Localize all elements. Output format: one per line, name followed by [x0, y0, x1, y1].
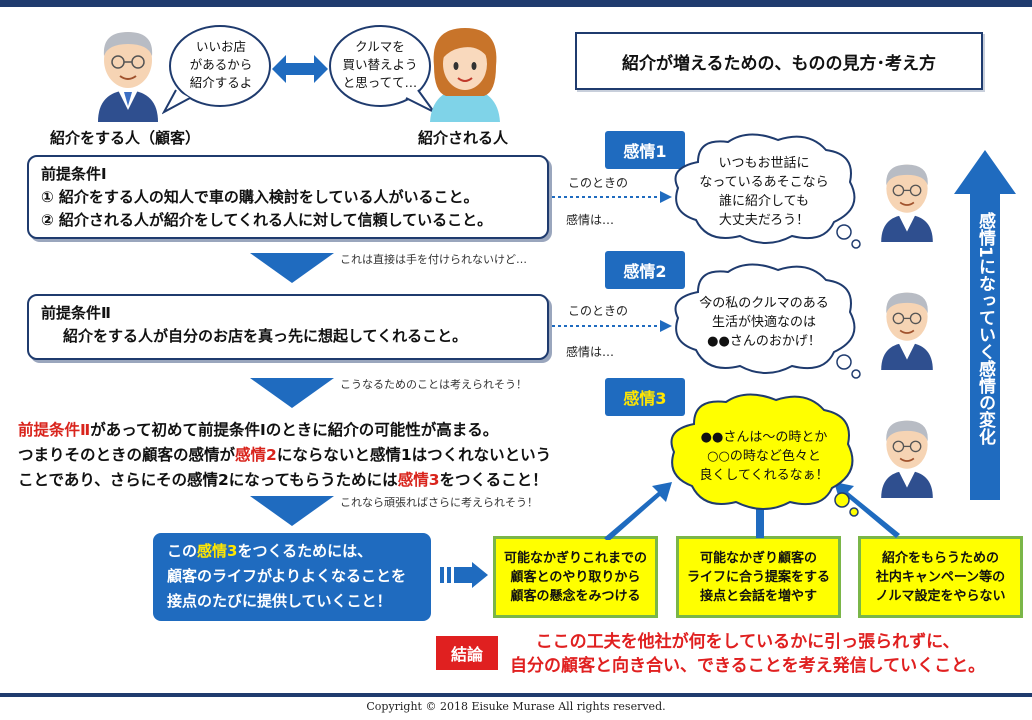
main-l1-a: 前提条件Ⅱ — [18, 421, 91, 439]
dotted-arrow-2 — [552, 320, 672, 332]
elder-man-icon — [881, 292, 933, 370]
top-bar — [0, 0, 1032, 7]
speech-bubble-left — [162, 25, 271, 115]
down-arrow-1 — [250, 253, 334, 283]
green-box-1: 可能なかぎりこれまでの顧客とのやり取りから顧客の懸念をみつける — [493, 536, 658, 618]
vertical-up-arrow — [954, 150, 1016, 500]
emotion2-note2: 感情は… — [566, 345, 615, 359]
condition1-title: 前提条件Ⅰ — [41, 165, 107, 183]
emotion2-note1: このときの — [568, 304, 629, 318]
blue-l1-a: この — [167, 542, 198, 560]
conclusion-badge: 結論 — [436, 636, 498, 670]
blue-l2: 顧客のライフがよりよくなることを — [167, 567, 406, 585]
elder-man-icon — [98, 32, 158, 122]
emotion1-note2: 感情は… — [566, 213, 615, 227]
main-l3-a: ことであり、さらにその感情2になってもらうためには — [18, 471, 398, 489]
green-box-2: 可能なかぎり顧客のライフに合う提案をする接点と会話を増やす — [676, 536, 841, 618]
condition1-line1: ① 紹介をする人の知人で車の購入検討をしている人がいること。 — [41, 188, 479, 206]
conclusion-line2: 自分の顧客と向き合い、できることを考え発信していくこと。 — [510, 656, 986, 676]
conclusion-line1: ここの工夫を他社が何をしているかに引っ張られずに、 — [535, 632, 960, 652]
copyright: Copyright © 2018 Eisuke Murase All right… — [366, 700, 666, 713]
emotion3-badge: 感情3 — [605, 378, 685, 416]
elder-man-icon — [881, 420, 933, 498]
condition1-box: 前提条件Ⅰ ① 紹介をする人の知人で車の購入検討をしている人がいること。 ② 紹… — [27, 155, 549, 239]
action-blue-box: この感情3をつくるためには、 顧客のライフがよりよくなることを 接点のたびに提供… — [153, 533, 431, 621]
double-arrow-icon — [272, 55, 328, 83]
right-arrow-icon — [440, 562, 488, 588]
emotion2-badge: 感情2 — [605, 251, 685, 289]
woman-icon — [430, 28, 500, 122]
cloud3-text: ●●さんは～の時とか○○の時など色々と良くしてくれるなぁ！ — [699, 430, 829, 483]
condition2-box: 前提条件Ⅱ 紹介をする人が自分のお店を真っ先に想起してくれること。 — [27, 294, 549, 360]
note-3: これなら頑張ればさらに考えられそう！ — [340, 496, 538, 509]
label-referrer: 紹介をする人（顧客） — [50, 129, 201, 147]
thought-cloud-1 — [674, 133, 861, 249]
main-l3-c: をつくること！ — [439, 471, 548, 489]
down-arrow-3 — [250, 496, 334, 526]
note-1: これは直接は手を付けられないけど… — [340, 253, 527, 266]
main-l2-c: にならないと感情1はつくれないという — [276, 446, 552, 464]
green-box-3: 紹介をもらうための社内キャンペーン等のノルマ設定をやらない — [858, 536, 1023, 618]
elder-man-icon — [881, 164, 933, 242]
condition1-line2: ② 紹介される人が紹介をしてくれる人に対して信頼していること。 — [41, 211, 493, 229]
conclusion-text: ここの工夫を他社が何をしているかに引っ張られずに、 自分の顧客と向き合い、できる… — [510, 630, 985, 678]
emotion1-badge: 感情1 — [605, 131, 685, 169]
blue-l1-b: 感情3 — [197, 542, 238, 560]
down-arrow-2 — [250, 378, 334, 408]
dotted-arrow-1 — [552, 191, 672, 203]
page-title: 紹介が増えるための、ものの見方･考え方 — [575, 32, 983, 90]
main-explanation: 前提条件Ⅱがあって初めて前提条件Ⅰのときに紹介の可能性が高まる。 つまりそのとき… — [18, 418, 551, 493]
blue-l3: 接点のたびに提供していくこと！ — [167, 592, 392, 610]
thought-cloud-3 — [670, 393, 859, 517]
bubble-left-text: いいお店 があるから 紹介するよ — [189, 39, 253, 90]
bubble-right-text: クルマを 買い替えよう と思ってて… — [342, 39, 418, 90]
cloud1-text: いつもお世話になっているあそこなら誰に紹介しても大丈夫だろう！ — [699, 156, 829, 228]
speech-bubble-right — [329, 25, 435, 113]
thought-cloud-2 — [674, 263, 861, 379]
condition2-title: 前提条件Ⅱ — [41, 304, 111, 322]
main-l3-b: 感情3 — [397, 471, 440, 489]
main-l2-a: つまりそのときの顧客の感情が — [18, 446, 236, 464]
note-2: こうなるためのことは考えられそう！ — [340, 378, 527, 391]
condition2-line1: 紹介をする人が自分のお店を真っ先に想起してくれること。 — [63, 327, 468, 345]
cloud2-text: 今の私のクルマのある生活が快適なのは●●さんのおかげ！ — [699, 296, 829, 349]
main-l2-b: 感情2 — [235, 446, 277, 464]
main-l1-b: があって初めて前提条件Ⅰのときに紹介の可能性が高まる。 — [90, 421, 499, 439]
bottom-bar — [0, 693, 1032, 697]
blue-l1-c: をつくるためには、 — [237, 542, 373, 560]
emotion1-note1: このときの — [568, 176, 629, 190]
label-referred: 紹介される人 — [418, 129, 509, 147]
vertical-caption: 感情1になっていく感情の変化 — [975, 212, 995, 445]
